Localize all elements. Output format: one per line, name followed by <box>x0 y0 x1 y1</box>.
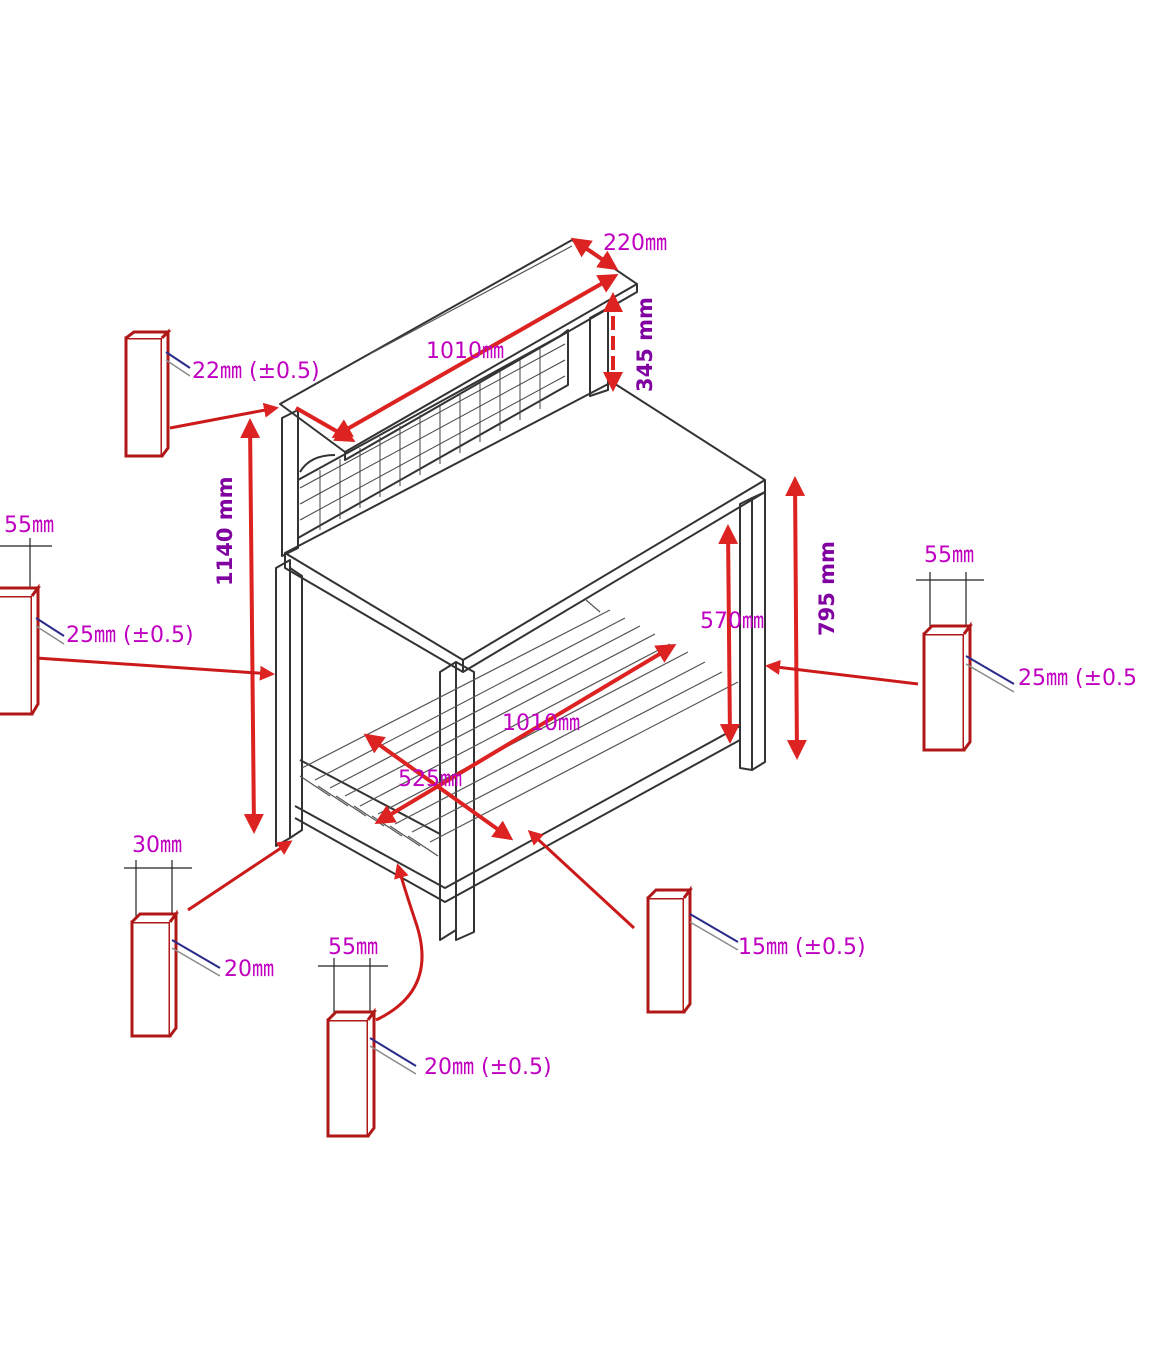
profile-right-post <box>916 572 1015 752</box>
lower-shelf-length-label: 1010㎜ <box>502 711 580 736</box>
lower-shelf <box>294 609 741 903</box>
lower-rail-depth-label: 20㎜ (±0.5) <box>424 1055 552 1080</box>
brace-depth-label: 15㎜ (±0.5) <box>738 935 866 960</box>
profile-slat <box>124 860 221 1038</box>
profile-left-post <box>0 538 65 716</box>
shelf-height-label: 345 mm <box>633 297 657 392</box>
lower-gap-label: 570㎜ <box>700 609 764 634</box>
shelf-thickness-arrow <box>295 406 356 442</box>
dimension-arrows <box>240 237 807 841</box>
slat-width-label: 30㎜ <box>132 833 182 858</box>
profile-brace <box>646 885 739 1014</box>
lower-rail-width-label: 55㎜ <box>328 935 378 960</box>
shelf-length-arrow <box>331 274 619 438</box>
shelf-length-label: 1010㎜ <box>426 339 504 364</box>
slat-depth-label: 20㎜ <box>224 957 274 982</box>
lower-gap-arrow <box>718 524 740 744</box>
dimension-labels: 220㎜ 1010㎜ 345 mm 1140 mm 795 mm 570㎜ 10… <box>213 231 839 792</box>
lower-shelf-depth-label: 525㎜ <box>398 767 462 792</box>
shelf-depth-arrow <box>570 237 619 271</box>
profile-lower-rail <box>318 958 417 1138</box>
profile-labels: 22㎜ (±0.5) 55㎜ 25㎜ (±0.5) 55㎜ 25㎜ (±0.5 … <box>4 359 1137 1080</box>
profile-shelf-board <box>124 328 191 458</box>
right-post-width-label: 55㎜ <box>924 543 974 568</box>
shelf-depth-label: 220㎜ <box>603 231 667 256</box>
left-post-depth-label: 25㎜ (±0.5) <box>66 623 194 648</box>
bench-drawing <box>275 239 766 941</box>
total-height-label: 1140 mm <box>213 476 237 586</box>
shelf-board-thickness-label: 22㎜ (±0.5) <box>192 359 320 384</box>
table-height-arrow <box>785 476 807 760</box>
left-post-width-label: 55㎜ <box>4 513 54 538</box>
right-post-depth-label: 25㎜ (±0.5 <box>1018 666 1137 691</box>
leader-lines <box>35 402 919 1022</box>
lower-shelf-depth-arrow <box>363 733 514 841</box>
table-height-label: 795 mm <box>815 541 839 636</box>
total-height-arrow <box>240 418 264 834</box>
